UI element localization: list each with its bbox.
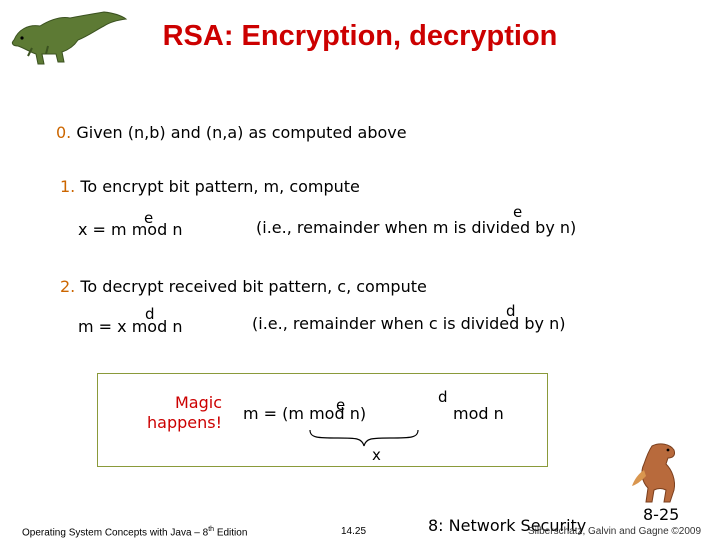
magic-line-2: happens! bbox=[147, 413, 222, 432]
footer-book-end: Edition bbox=[214, 527, 248, 539]
magic-outer-exponent: d bbox=[438, 388, 448, 406]
decrypt-exponent: d bbox=[145, 305, 155, 323]
magic-line-1: Magic bbox=[174, 393, 222, 412]
under-brace bbox=[309, 429, 419, 447]
page-title: RSA: Encryption, decryption bbox=[162, 20, 558, 52]
step-2: 2. To decrypt received bit pattern, c, c… bbox=[60, 277, 427, 296]
decrypt-formula: m = x mod n bbox=[78, 317, 183, 336]
magic-formula: m = (m mod n) bbox=[243, 404, 367, 423]
encrypt-note-exponent: e bbox=[513, 203, 523, 221]
magic-label: Magic happens! bbox=[140, 393, 222, 433]
decrypt-note: (i.e., remainder when c is divided by n) bbox=[252, 314, 566, 333]
footer-slide-number: 8-25 bbox=[643, 505, 680, 524]
dinosaur-logo bbox=[11, 11, 128, 65]
encrypt-formula: x = m mod n bbox=[78, 220, 183, 239]
footer-chapter: 8: Network Security bbox=[428, 516, 587, 535]
magic-box bbox=[97, 373, 548, 467]
brace-label: x bbox=[372, 446, 381, 464]
magic-tail: mod n bbox=[453, 404, 504, 423]
footer-book-sup: th bbox=[208, 526, 215, 533]
magic-inner-exponent: e bbox=[336, 396, 346, 414]
step-0: 0. Given (n,b) and (n,a) as computed abo… bbox=[56, 123, 407, 142]
step-1: 1. To encrypt bit pattern, m, compute bbox=[60, 177, 360, 196]
step-1-number: 1. bbox=[60, 177, 76, 196]
decrypt-note-exponent: d bbox=[506, 302, 516, 320]
footer-book: Operating System Concepts with Java – 8t… bbox=[22, 526, 247, 538]
encrypt-exponent: e bbox=[144, 209, 154, 227]
step-1-text: To encrypt bit pattern, m, compute bbox=[80, 177, 360, 196]
dinosaur-footer-icon bbox=[632, 443, 675, 503]
encrypt-note: (i.e., remainder when m is divided by n) bbox=[256, 218, 577, 237]
step-0-text: Given (n,b) and (n,a) as computed above bbox=[76, 123, 407, 142]
step-2-number: 2. bbox=[60, 277, 76, 296]
footer-copyright: Silberschatz, Galvin and Gagne ©2009 bbox=[528, 526, 702, 537]
step-0-number: 0. bbox=[56, 123, 72, 142]
step-2-text: To decrypt received bit pattern, c, comp… bbox=[80, 277, 427, 296]
footer-page: 14.25 bbox=[341, 526, 367, 537]
footer-book-text: Operating System Concepts with Java – 8 bbox=[22, 527, 209, 539]
